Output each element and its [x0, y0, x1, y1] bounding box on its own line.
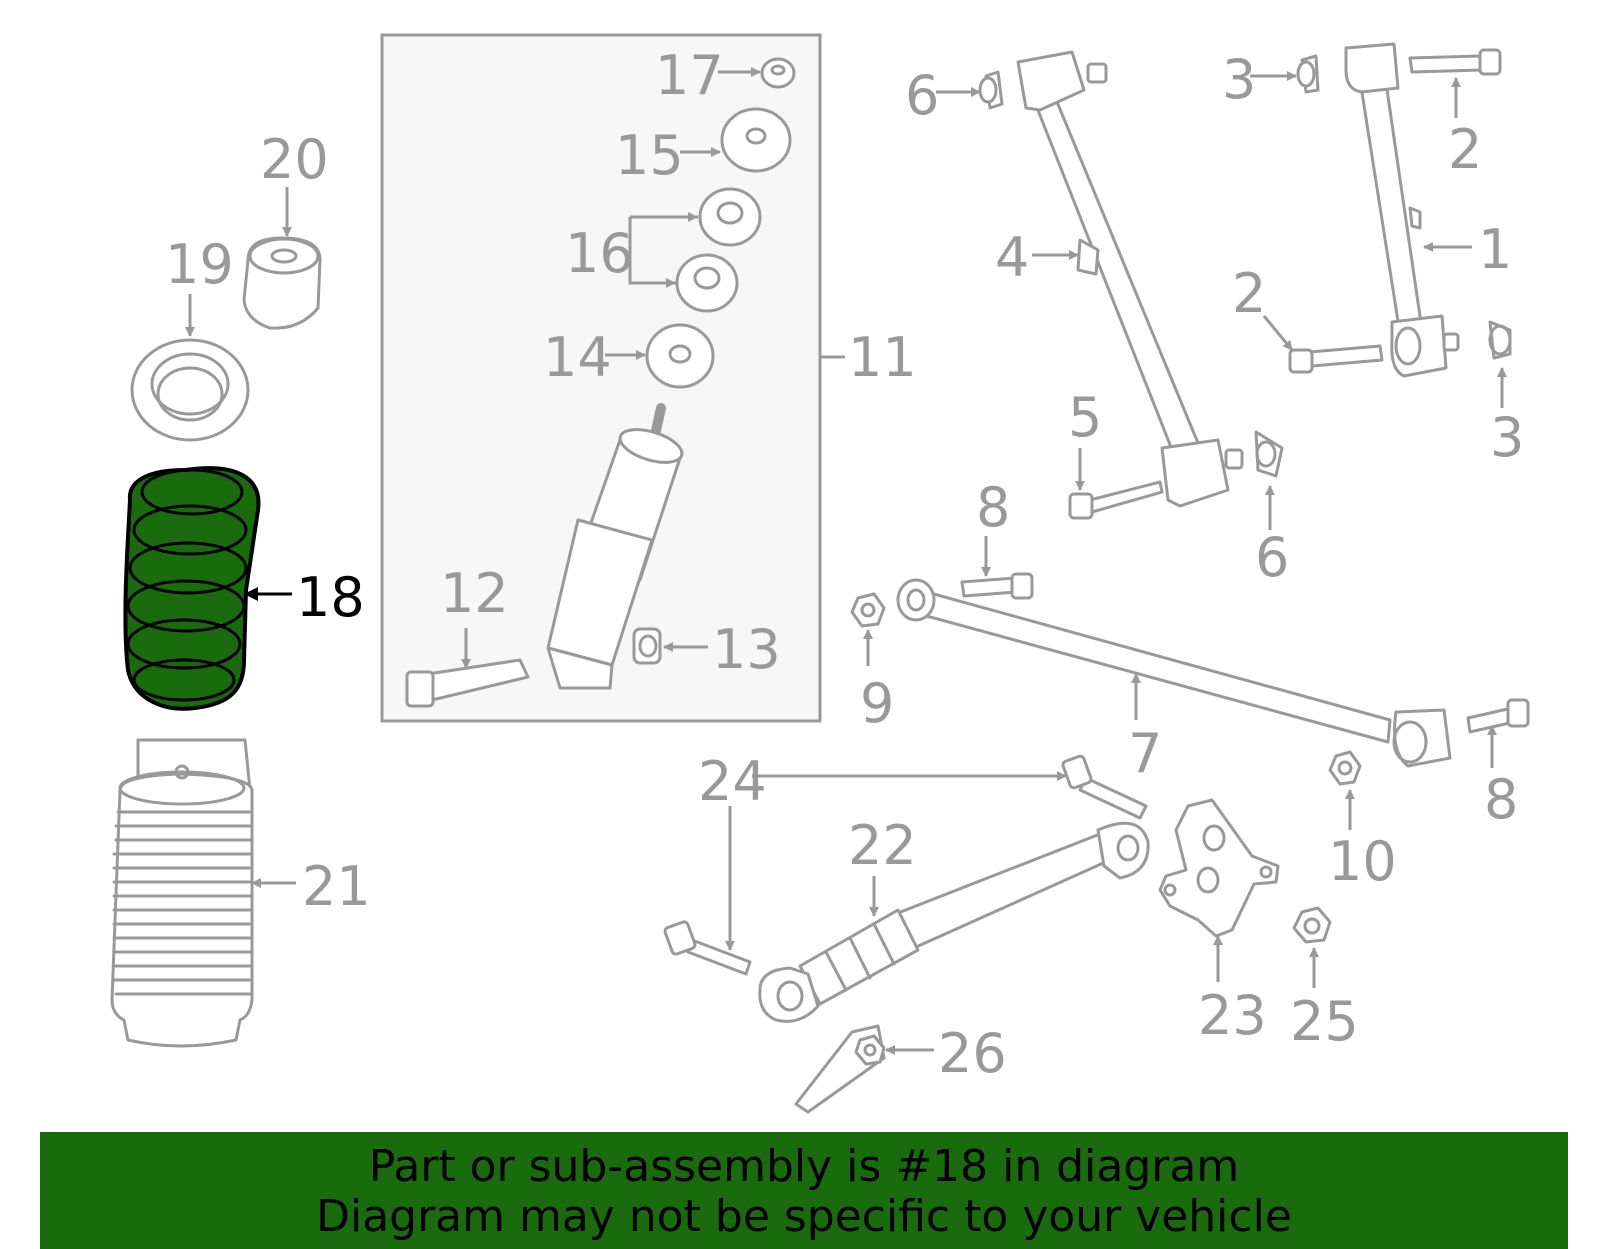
part-12-bolt	[405, 658, 530, 708]
callout-14: 14	[543, 326, 612, 389]
callout-20: 20	[260, 128, 329, 191]
part-16-bushing-lower	[675, 253, 739, 313]
callout-23: 23	[1198, 984, 1267, 1047]
part-10-nut	[1328, 750, 1362, 786]
part-20-bump-stop	[242, 236, 322, 330]
callout-9: 9	[860, 672, 894, 735]
banner-line-1: Part or sub-assembly is #18 in diagram	[368, 1141, 1240, 1192]
part-21-air-spring	[110, 738, 254, 1048]
shock-assembly-group: 11 17 15 16 14	[380, 33, 917, 723]
callout-8a: 8	[976, 476, 1010, 539]
callout-10: 10	[1328, 830, 1397, 893]
callout-16-leader	[628, 215, 698, 285]
part-24-bolt-lower	[663, 920, 752, 976]
part-6-nut-lower	[1254, 430, 1284, 478]
part-24-bolt-upper	[1061, 754, 1148, 820]
callout-5: 5	[1068, 386, 1102, 449]
part-15-washer	[720, 107, 792, 173]
part-14-washer	[645, 323, 715, 389]
callout-6b: 6	[1255, 526, 1289, 589]
callout-22: 22	[848, 814, 917, 877]
part-8-bolt-left	[960, 572, 1034, 600]
part-22-shock-absorber	[758, 821, 1150, 1023]
part-4-upper-arm	[1016, 50, 1244, 508]
callout-18: 18	[296, 566, 365, 629]
callout-3a: 3	[1222, 48, 1256, 111]
part-11-shock-absorber	[546, 403, 684, 690]
part-1-lower-arm	[1344, 42, 1460, 378]
callout-7: 7	[1128, 722, 1162, 785]
part-3-nut-upper	[1296, 54, 1320, 94]
info-banner: Part or sub-assembly is #18 in diagram D…	[40, 1132, 1568, 1249]
part-9-nut	[850, 592, 886, 628]
part-26-bracket	[794, 1024, 886, 1114]
callout-25: 25	[1290, 990, 1359, 1053]
part-3-nut-lower	[1488, 320, 1512, 360]
callout-24: 24	[698, 750, 767, 813]
callout-2a: 2	[1448, 118, 1482, 181]
part-18-coil-spring[interactable]	[123, 466, 261, 711]
callout-4: 4	[995, 226, 1029, 289]
callout-8b: 8	[1484, 768, 1518, 831]
part-6-nut-upper	[978, 70, 1004, 110]
part-2-bolt-upper	[1408, 48, 1502, 76]
callout-17: 17	[655, 44, 724, 107]
part-7-track-bar	[896, 578, 1452, 768]
callout-12: 12	[440, 562, 509, 625]
callout-2b: 2	[1232, 262, 1266, 325]
part-13-nut	[632, 627, 662, 665]
part-25-nut	[1292, 906, 1332, 944]
callout-1: 1	[1478, 218, 1512, 281]
callout-11: 11	[848, 326, 917, 389]
part-5-bolt	[1068, 480, 1164, 520]
callout-3b: 3	[1490, 406, 1524, 469]
callout-2b-leader	[1262, 315, 1294, 351]
part-19-spring-seat	[130, 338, 250, 442]
part-8-bolt-right	[1466, 698, 1530, 734]
callout-13: 13	[712, 618, 781, 681]
callout-26: 26	[938, 1022, 1007, 1085]
callout-6a: 6	[905, 64, 939, 127]
callout-19: 19	[165, 233, 234, 296]
part-16-bushing-upper	[698, 187, 762, 247]
callout-16: 16	[565, 222, 634, 285]
callout-15: 15	[615, 124, 684, 187]
part-2-bolt-lower	[1288, 344, 1384, 374]
callout-21: 21	[302, 855, 371, 918]
banner-line-2: Diagram may not be specific to your vehi…	[316, 1191, 1292, 1242]
part-23-bracket	[1158, 798, 1280, 938]
